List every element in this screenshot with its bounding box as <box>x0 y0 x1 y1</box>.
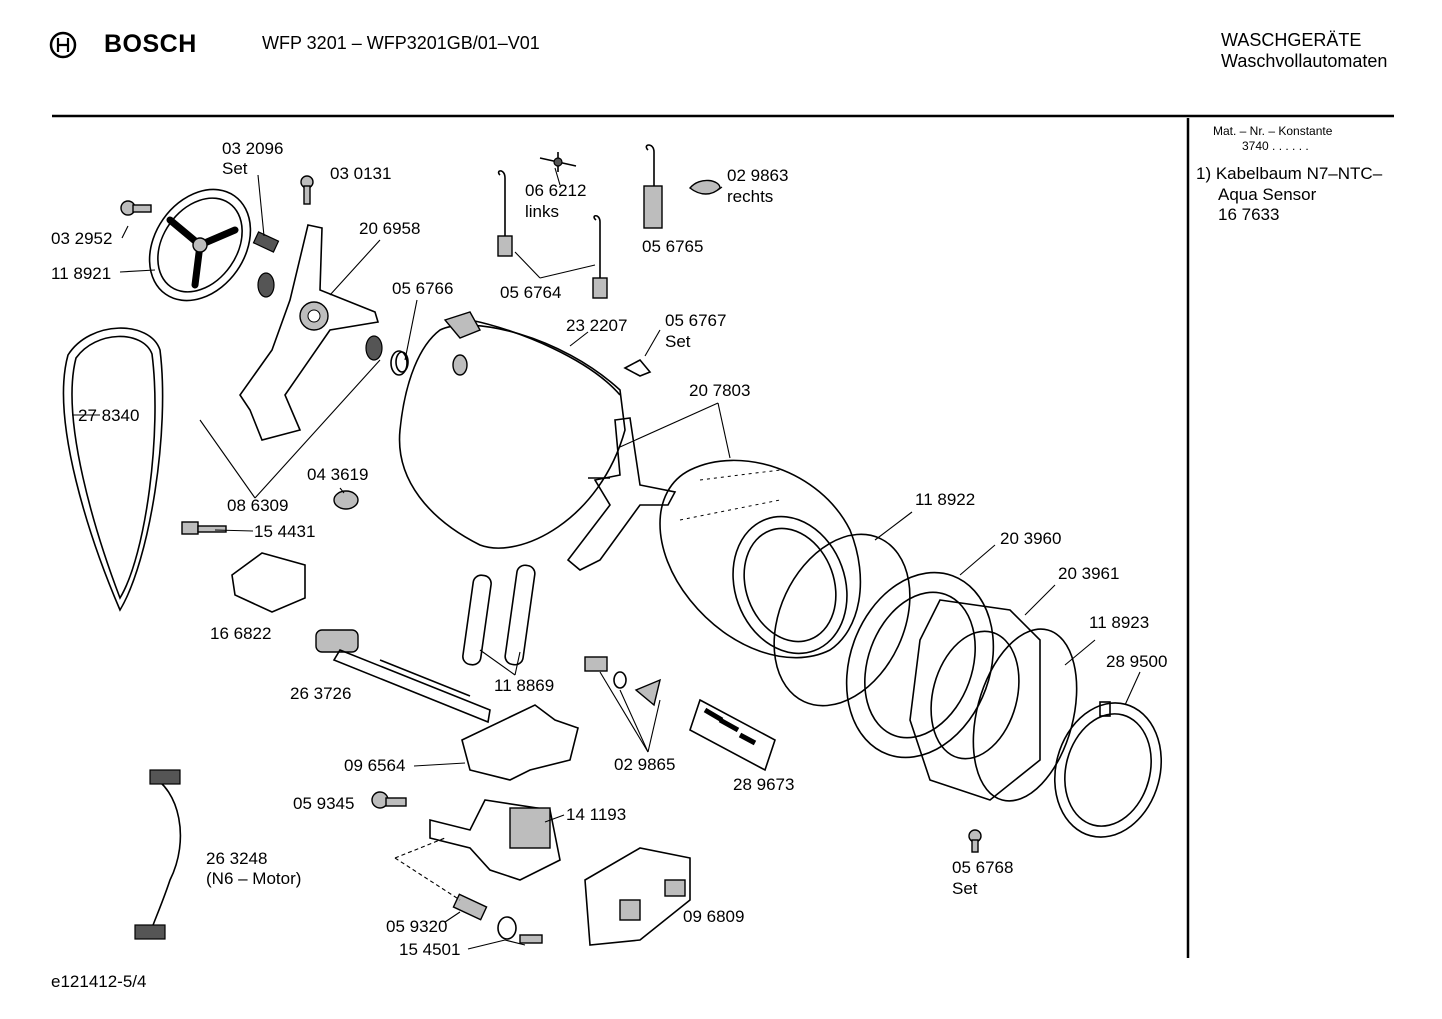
part-label-059320: 05 9320 <box>386 917 448 936</box>
part-label-263248: 26 3248 <box>206 849 268 868</box>
set-screw <box>252 231 280 253</box>
cover-166822 <box>231 552 306 613</box>
part-label-118923: 11 8923 <box>1089 613 1150 632</box>
part-label-154501: 15 4501 <box>399 940 461 959</box>
bolt-059320 <box>452 893 488 921</box>
screw-059345 <box>371 791 407 809</box>
heater-263726 <box>315 629 491 724</box>
leader-lines <box>72 167 1141 950</box>
drawing-code: e121412-5/4 <box>51 972 147 991</box>
control-module-096809 <box>584 847 691 946</box>
tub-rear-shell <box>398 311 626 549</box>
drive-pulley <box>148 188 252 302</box>
shock-absorbers <box>462 564 536 666</box>
spring-hook <box>539 152 577 172</box>
washer-bolt-154501 <box>497 916 543 944</box>
part-label-086309: 08 6309 <box>227 496 289 515</box>
part-label-232207: 23 2207 <box>566 316 628 335</box>
springs <box>497 144 663 299</box>
part-label-056767-set: Set <box>665 332 691 351</box>
part-label-118921: 11 8921 <box>51 264 112 283</box>
part-label-066212-side: links <box>525 202 560 221</box>
insulation-096564 <box>461 704 579 781</box>
part-label-032952: 03 2952 <box>51 229 113 248</box>
pulley-bolt <box>120 200 152 216</box>
category-title: WASCHGERÄTE <box>1221 30 1362 50</box>
part-label-096564: 09 6564 <box>344 756 406 775</box>
part-label-166822: 16 6822 <box>210 624 272 643</box>
part-label-289673: 28 9673 <box>733 775 795 794</box>
note-line-3: 16 7633 <box>1218 205 1280 224</box>
part-label-029865: 02 9865 <box>614 755 676 774</box>
part-label-030131: 03 0131 <box>330 164 392 183</box>
tub-cross-bracket <box>239 224 380 441</box>
part-label-278340: 27 8340 <box>78 406 140 425</box>
mat-number-value: 3740 . . . . . . <box>1242 139 1309 153</box>
bosch-logo-icon <box>49 31 77 59</box>
seal-ring-118923 <box>972 628 1078 802</box>
sensor-154431 <box>181 521 227 535</box>
part-label-289500: 28 9500 <box>1106 652 1168 671</box>
drum-seal-ring <box>773 533 911 707</box>
part-label-203960: 20 3960 <box>1000 529 1062 548</box>
clip-056767 <box>623 358 652 377</box>
door-ring-289500 <box>1053 701 1163 838</box>
bearings <box>257 272 408 376</box>
grease-tube-289673 <box>689 698 776 772</box>
clip-rechts <box>689 179 721 195</box>
part-label-141193: 14 1193 <box>566 805 627 824</box>
brand-name: BOSCH <box>104 30 197 58</box>
part-label-096809: 09 6809 <box>683 907 745 926</box>
note-line-2: Aqua Sensor <box>1218 185 1317 204</box>
part-label-032096: 03 2096 <box>222 139 284 158</box>
drum <box>659 459 862 659</box>
part-label-029863-side: rechts <box>727 187 774 206</box>
part-label-207803: 20 7803 <box>689 381 751 400</box>
fixings-029865 <box>584 656 662 707</box>
drive-belt <box>62 327 164 612</box>
part-label-056764: 05 6764 <box>500 283 562 302</box>
mat-number-title: Mat. – Nr. – Konstante <box>1213 124 1333 138</box>
part-label-203961: 20 3961 <box>1058 564 1120 583</box>
part-label-263248-note: (N6 – Motor) <box>206 869 302 888</box>
note-line-1: 1) Kabelbaum N7–NTC– <box>1196 164 1383 183</box>
part-label-056765: 05 6765 <box>642 237 704 256</box>
screw-030131 <box>300 175 314 205</box>
part-label-029863: 02 9863 <box>727 166 789 185</box>
wiring-harness-263248 <box>134 769 182 940</box>
motor-141193 <box>429 799 561 881</box>
subcategory-title: Waschvollautomaten <box>1221 51 1388 71</box>
part-label-056767: 05 6767 <box>665 311 727 330</box>
drum-spider <box>566 417 677 571</box>
part-label-154431: 15 4431 <box>254 522 316 541</box>
part-label-263726: 26 3726 <box>290 684 352 703</box>
part-label-118869: 11 8869 <box>494 676 555 695</box>
part-label-066212: 06 6212 <box>525 181 587 200</box>
grommet-043619 <box>333 490 359 510</box>
door-seal-bellows <box>909 599 1041 801</box>
part-label-059345: 05 9345 <box>293 794 355 813</box>
screw-056768 <box>968 829 982 853</box>
part-label-056768-set: Set <box>952 879 978 898</box>
rubber-seal-056766 <box>395 351 409 373</box>
part-label-056768: 05 6768 <box>952 858 1014 877</box>
model-title: WFP 3201 – WFP3201GB/01–V01 <box>262 33 540 53</box>
part-label-043619: 04 3619 <box>307 465 369 484</box>
part-label-206958: 20 6958 <box>359 219 421 238</box>
tub-front <box>845 571 995 759</box>
part-label-118922: 11 8922 <box>915 490 976 509</box>
part-label-056766: 05 6766 <box>392 279 454 298</box>
part-label-032096-set: Set <box>222 159 248 178</box>
